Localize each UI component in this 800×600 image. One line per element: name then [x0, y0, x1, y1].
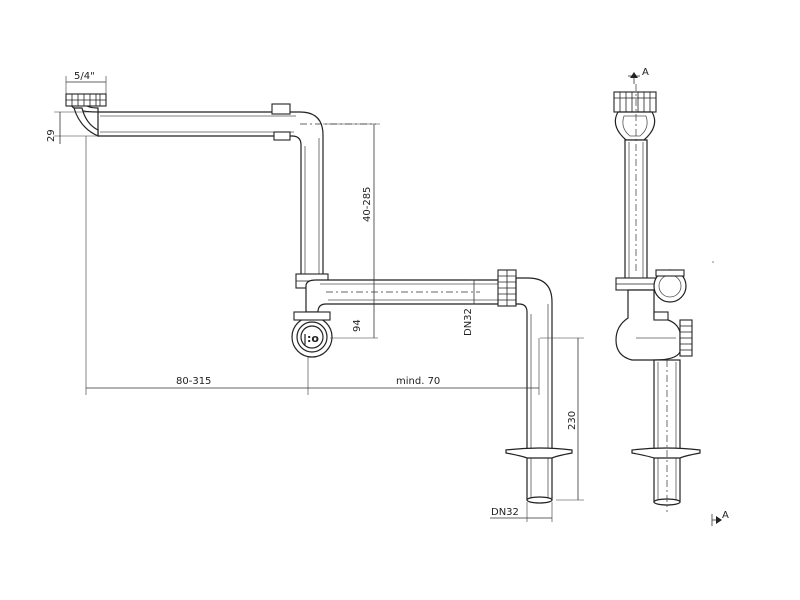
section-mark-top: A [628, 67, 649, 84]
dn32-horizontal-label: DN32 [463, 308, 474, 336]
height-29-label: 29 [46, 129, 57, 142]
right-union-nut [497, 269, 517, 307]
offset-94-label: 94 [352, 319, 363, 332]
trap-cleanout: |:o [291, 311, 333, 358]
side-union-nut [653, 269, 687, 303]
thread-size-label: 5/4" [74, 71, 95, 82]
vertical-range-label: 40-285 [362, 187, 373, 222]
front-dimensions: 5/4" 29 40-285 94 DN32 80-315 mind. 70 2 [46, 71, 584, 522]
middle-horizontal-pipe [305, 279, 501, 313]
min-70-label: mind. 70 [396, 376, 440, 387]
side-cleanout-cap [679, 319, 693, 357]
front-view: |:o [65, 93, 573, 504]
wall-flange [505, 447, 573, 459]
height-230-label: 230 [567, 411, 578, 430]
top-pipe-collar [271, 103, 291, 141]
section-mark-bottom-label: A [722, 510, 729, 521]
side-middle-collar [615, 277, 657, 291]
inlet-nut [65, 93, 107, 107]
side-top-bend [614, 111, 656, 141]
right-elbow-downpipe [515, 277, 553, 504]
section-mark-bottom: A [711, 510, 729, 526]
side-top-nut [613, 91, 657, 113]
side-view [613, 84, 701, 512]
svg-text:|:o: |:o [303, 332, 319, 345]
horizontal-range-label: 80-315 [176, 376, 211, 387]
side-wall-flange [631, 447, 701, 459]
inlet-bend [69, 103, 99, 137]
dn32-bottom-label: DN32 [491, 507, 519, 518]
section-mark-top-label: A [642, 67, 649, 78]
